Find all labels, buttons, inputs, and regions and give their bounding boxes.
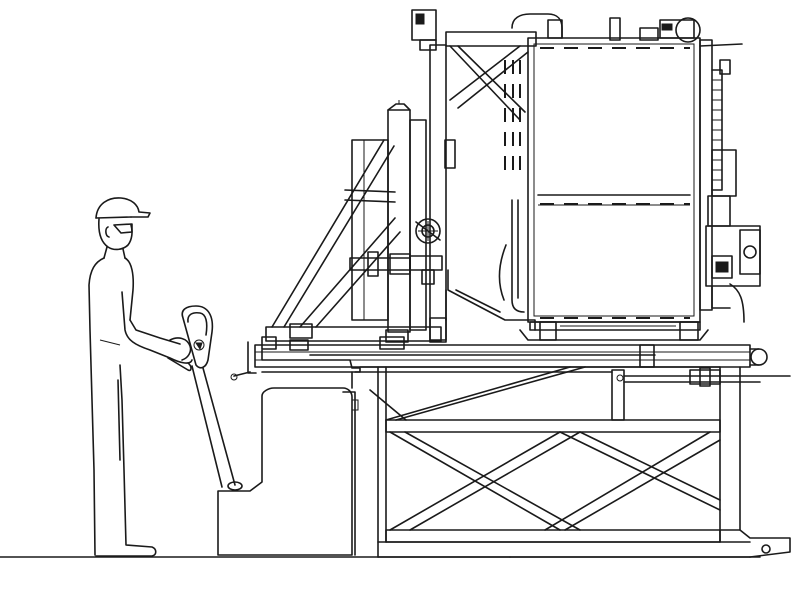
support-table <box>230 336 791 558</box>
rotating-frame <box>265 9 537 343</box>
operator-figure <box>88 197 193 557</box>
pallet-jack <box>181 305 361 556</box>
container-cabinet <box>498 13 761 341</box>
